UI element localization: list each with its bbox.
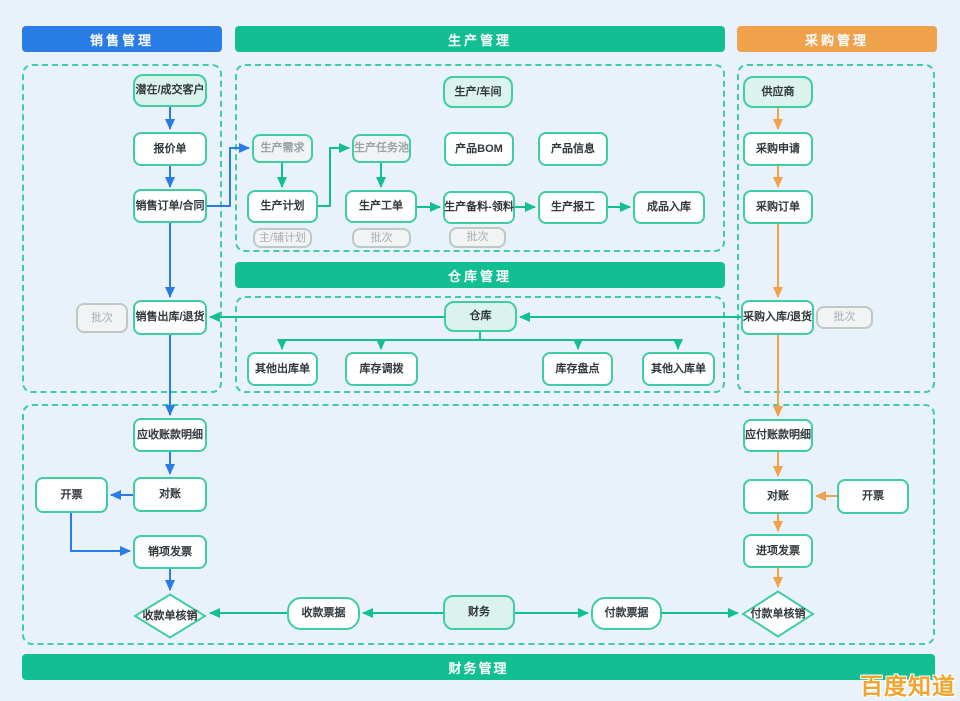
node-ap-invoice: 开票 (837, 479, 909, 514)
node-main-aux-plan-tag: 主/辅计划 (253, 228, 312, 248)
sales-header: 销售管理 (22, 26, 222, 52)
node-other-outbound: 其他出库单 (247, 352, 318, 386)
diamond-shape (133, 593, 207, 639)
node-receipt-bill: 收款票据 (287, 597, 360, 630)
finance-header: 财务管理 (22, 654, 935, 680)
node-stock-count: 库存盘点 (542, 352, 613, 386)
node-material-batch-tag: 批次 (449, 227, 506, 248)
node-product-bom: 产品BOM (444, 132, 514, 166)
node-purchase-batch-tag: 批次 (816, 306, 873, 329)
purchase-header: 采购管理 (737, 26, 937, 52)
node-stock-transfer: 库存调拨 (345, 352, 418, 386)
warehouse-header: 仓库管理 (235, 262, 725, 288)
diamond-shape (741, 590, 815, 638)
node-warehouse: 仓库 (444, 301, 517, 332)
node-sales-delivery-return: 销售出库/退货 (133, 300, 207, 335)
node-production-demand: 生产需求 (252, 134, 313, 163)
node-receipt-writeoff: 收款单核销 (133, 593, 207, 639)
node-sales-order-contract: 销售订单/合同 (133, 189, 207, 223)
watermark: 百度知道 (860, 673, 956, 699)
node-production-workshop: 生产/车间 (443, 76, 513, 108)
node-production-report: 生产报工 (538, 191, 608, 224)
node-purchase-inbound-return: 采购入库/退货 (741, 300, 814, 335)
node-other-inbound: 其他入库单 (642, 352, 715, 386)
node-sales-output-invoice: 销项发票 (133, 535, 207, 569)
node-production-workorder: 生产工单 (345, 190, 417, 223)
node-finished-goods-inbound: 成品入库 (633, 191, 705, 224)
production-header: 生产管理 (235, 26, 725, 52)
node-purchase-input-invoice: 进项发票 (743, 534, 813, 568)
node-production-task-pool: 生产任务池 (352, 134, 411, 163)
node-potential-customer: 潜在/成交客户 (133, 74, 207, 107)
node-sales-batch-tag: 批次 (76, 303, 128, 333)
node-payment-bill: 付款票据 (591, 597, 662, 630)
sales-container (22, 64, 222, 393)
node-payment-writeoff: 付款单核销 (741, 590, 815, 638)
node-production-material: 生产备料-领料 (443, 191, 515, 224)
node-ar-detail: 应收账款明细 (133, 418, 207, 452)
node-quotation: 报价单 (133, 132, 207, 166)
node-ap-reconcile: 对账 (743, 479, 813, 514)
warehouse-container (235, 296, 725, 393)
node-workorder-batch-tag: 批次 (352, 228, 411, 248)
node-purchase-request: 采购申请 (743, 132, 813, 166)
node-ar-invoice: 开票 (35, 477, 108, 513)
node-finance: 财务 (443, 595, 515, 630)
node-production-plan: 生产计划 (247, 190, 318, 223)
purchase-container (737, 64, 935, 393)
node-purchase-order: 采购订单 (743, 190, 813, 224)
node-ar-reconcile: 对账 (133, 477, 207, 512)
diamond-label: 收款单核销 (142, 609, 198, 622)
finance-container (22, 404, 935, 645)
node-supplier: 供应商 (743, 76, 813, 108)
node-ap-detail: 应付账款明细 (743, 419, 813, 452)
node-product-info: 产品信息 (538, 132, 608, 166)
diamond-label: 付款单核销 (750, 607, 806, 620)
